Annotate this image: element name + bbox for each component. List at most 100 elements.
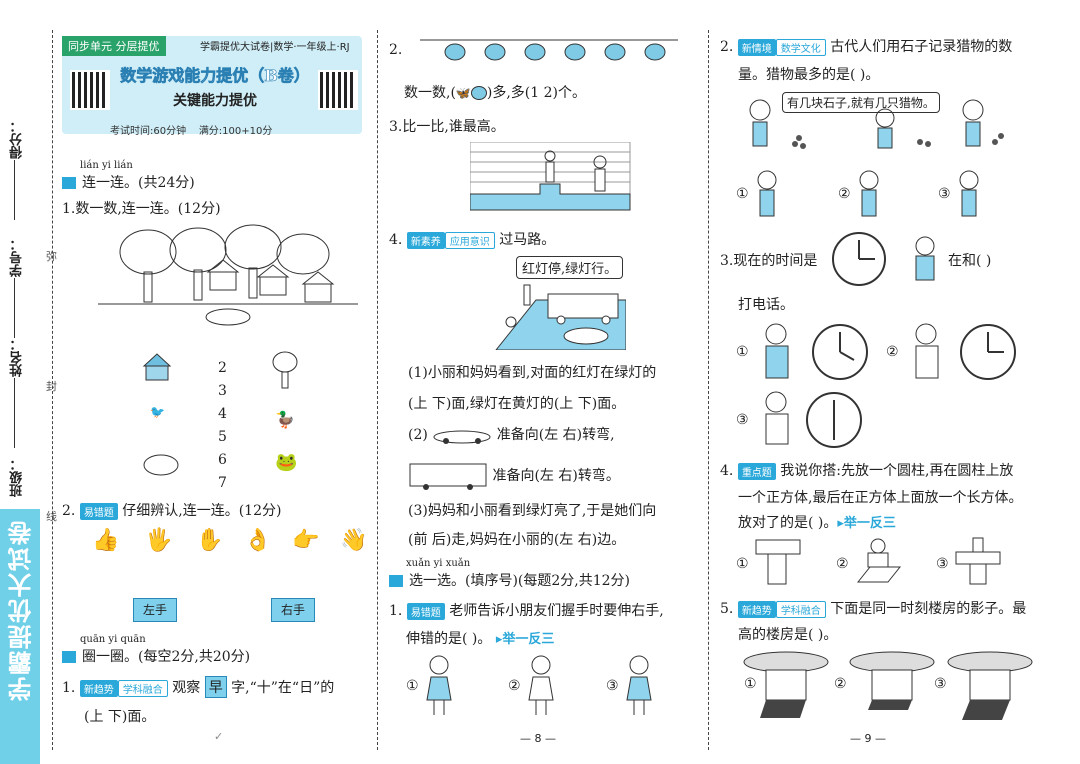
rq4-opt-3: ③	[936, 556, 949, 572]
crosswalk-illustration	[495, 284, 626, 350]
question-1: 1.数一数,连一连。(12分)	[62, 201, 221, 217]
subject-fusion-badge: 学科融合	[775, 600, 826, 618]
question-2-text: 仔细辨认,连一连。(12分)	[122, 503, 282, 519]
grass-bush-icon	[143, 454, 179, 476]
section3-pinyin: xuǎn yi xuǎn	[406, 558, 471, 569]
page-title: 数学游戏能力提优（B卷）	[120, 66, 310, 86]
id-line	[14, 278, 15, 338]
rq4-opt-2: ②	[836, 556, 849, 572]
section2-heading: 圈一圈。(每空2分,共20分)	[62, 646, 250, 666]
sq1-text: 老师告诉小朋友们握手时要伸右手,	[449, 603, 664, 619]
subject-fusion-badge: 学科融合	[117, 679, 168, 697]
rq5-opt-2: ②	[834, 676, 847, 692]
key-question-badge: 重点题	[737, 462, 776, 480]
q3-text-b: 字,“十”在“日”的	[231, 680, 335, 696]
height-compare-illustration	[470, 142, 631, 211]
hand-palm-icon: ✋	[196, 528, 224, 553]
girl-figure-1	[426, 655, 452, 715]
right-q3-c: 打电话。	[738, 297, 794, 313]
page-number-8: — 8 —	[520, 732, 556, 745]
right-q3: 3.现在的时间是	[720, 253, 818, 269]
man-phone-icon	[765, 323, 789, 379]
right-hand-label: 右手	[271, 598, 315, 622]
caveman-3	[959, 170, 979, 217]
clock-icon-opt2	[960, 324, 1016, 380]
rq4-text-c: 放对了的是( )。	[738, 515, 838, 531]
section-marker-icon	[62, 651, 76, 663]
right-q5: 5. 新趋势学科融合 下面是同一时刻楼房的影子。最	[720, 598, 1026, 618]
woman-phone-icon-2	[915, 323, 939, 379]
mid-q4: 4. 新素养应用意识 过马路。	[389, 229, 555, 249]
woman-phone-icon	[915, 236, 935, 281]
practice-link-2[interactable]: ▸举一反三	[837, 516, 896, 531]
rq5-opt-1: ①	[744, 676, 757, 692]
full-score-text: 满分:100+10分	[198, 126, 273, 137]
q3-num: 1.	[62, 680, 76, 696]
rq3-opt-3: ③	[736, 412, 749, 428]
right-q4-line2: 一个正方体,最后在正方体上面放一个长方体。	[738, 490, 1023, 506]
count-5: 5	[218, 429, 227, 445]
count-3: 3	[218, 383, 227, 399]
cut-mark-1: 弥	[46, 250, 57, 263]
p2-text-a: 准备向(左 右)转弯,	[496, 427, 615, 443]
house-icon	[142, 353, 172, 381]
cut-mark-2: 封	[46, 380, 57, 393]
girl-figure-2	[528, 655, 554, 715]
mid-q3: 3.比一比,谁最高。	[389, 119, 505, 135]
right-q3-b: 在和( )	[948, 253, 992, 269]
car-icon	[433, 430, 491, 444]
stack-shape-3	[955, 537, 1001, 585]
hand-ok-icon: 👌	[244, 528, 272, 553]
right-q5-line2: 高的楼房是( )。	[738, 627, 838, 643]
section1-pinyin: lián yi lián	[80, 160, 133, 171]
lantern-row-illustration	[420, 39, 678, 61]
name-line	[14, 378, 15, 448]
hand-point-icon: 👉	[292, 528, 320, 553]
p2-text-b: 准备向(左 右)转弯。	[492, 468, 620, 484]
new-context-badge: 新情境	[737, 38, 776, 56]
qr-code-right[interactable]	[318, 70, 358, 110]
check-mark: ✓	[214, 730, 224, 743]
rq5-num: 5.	[720, 601, 734, 617]
name-label: 姓名：	[10, 338, 25, 377]
series-banner: 学霸提优大试卷	[0, 509, 40, 764]
clock-icon-opt3	[806, 392, 862, 448]
class-label: 班级：	[10, 458, 25, 497]
column-divider-1	[377, 30, 378, 750]
building-shadow-1	[743, 651, 829, 718]
question-3: 1. 新趋势学科融合 观察 早 字,“十”在“日”的	[62, 676, 334, 698]
math-culture-badge: 数学文化	[775, 38, 826, 56]
rq2-opt-2: ②	[838, 186, 851, 202]
p1-line2: (上 下)面,绿灯在黄灯的(上 下)面。	[408, 396, 626, 412]
select-q1-line2: 伸错的是( )。 ▸举一反三	[406, 628, 554, 648]
section3-text: 选一选。(填序号)(每题2分,共12分)	[409, 573, 631, 589]
rq3-opt-2: ②	[886, 344, 899, 360]
mid-q2-text: 数一数,(🦋)多,多(1 2)个。	[404, 82, 586, 102]
rq5-text-a: 下面是同一时刻楼房的影子。最	[830, 601, 1027, 617]
highlight-char: 早	[204, 676, 227, 698]
caveman-1	[757, 170, 777, 217]
mid-q2-num: 2.	[389, 42, 403, 58]
q3-answer-line: (上 下)面。	[84, 709, 156, 725]
right-q4-line3: 放对了的是( )。▸举一反三	[738, 512, 896, 532]
application-badge: 应用意识	[444, 231, 495, 249]
p2-line2: 准备向(左 右)转弯。	[408, 461, 620, 491]
man-phone-icon-2	[765, 391, 789, 445]
section-marker-icon	[62, 177, 76, 189]
new-literacy-badge: 新素养	[406, 231, 445, 249]
banner-text: 学霸提优大试卷	[7, 519, 36, 701]
rq4-text-a: 我说你搭:先放一个圆柱,再在圆柱上放	[780, 463, 1014, 479]
score-line	[14, 160, 15, 220]
practice-link[interactable]: ▸举一反三	[495, 632, 555, 647]
tree-icon	[272, 351, 298, 389]
section1-heading: 连一连。(共24分)	[62, 172, 195, 192]
right-q2: 2. 新情境数学文化 古代人们用石子记录猎物的数	[720, 36, 1012, 56]
stack-shape-1	[755, 539, 801, 585]
bird-icon: 🐦	[150, 405, 165, 419]
p3-line2: (前 后)走,妈妈在小丽的(左 右)边。	[408, 532, 626, 548]
qr-code-left[interactable]	[70, 70, 110, 110]
error-prone-badge: 易错题	[406, 602, 445, 620]
unit-tag: 同步单元 分层提优	[62, 36, 166, 56]
page-number-9: — 9 —	[850, 732, 886, 745]
hand-open-icon: 🖐	[145, 528, 173, 553]
